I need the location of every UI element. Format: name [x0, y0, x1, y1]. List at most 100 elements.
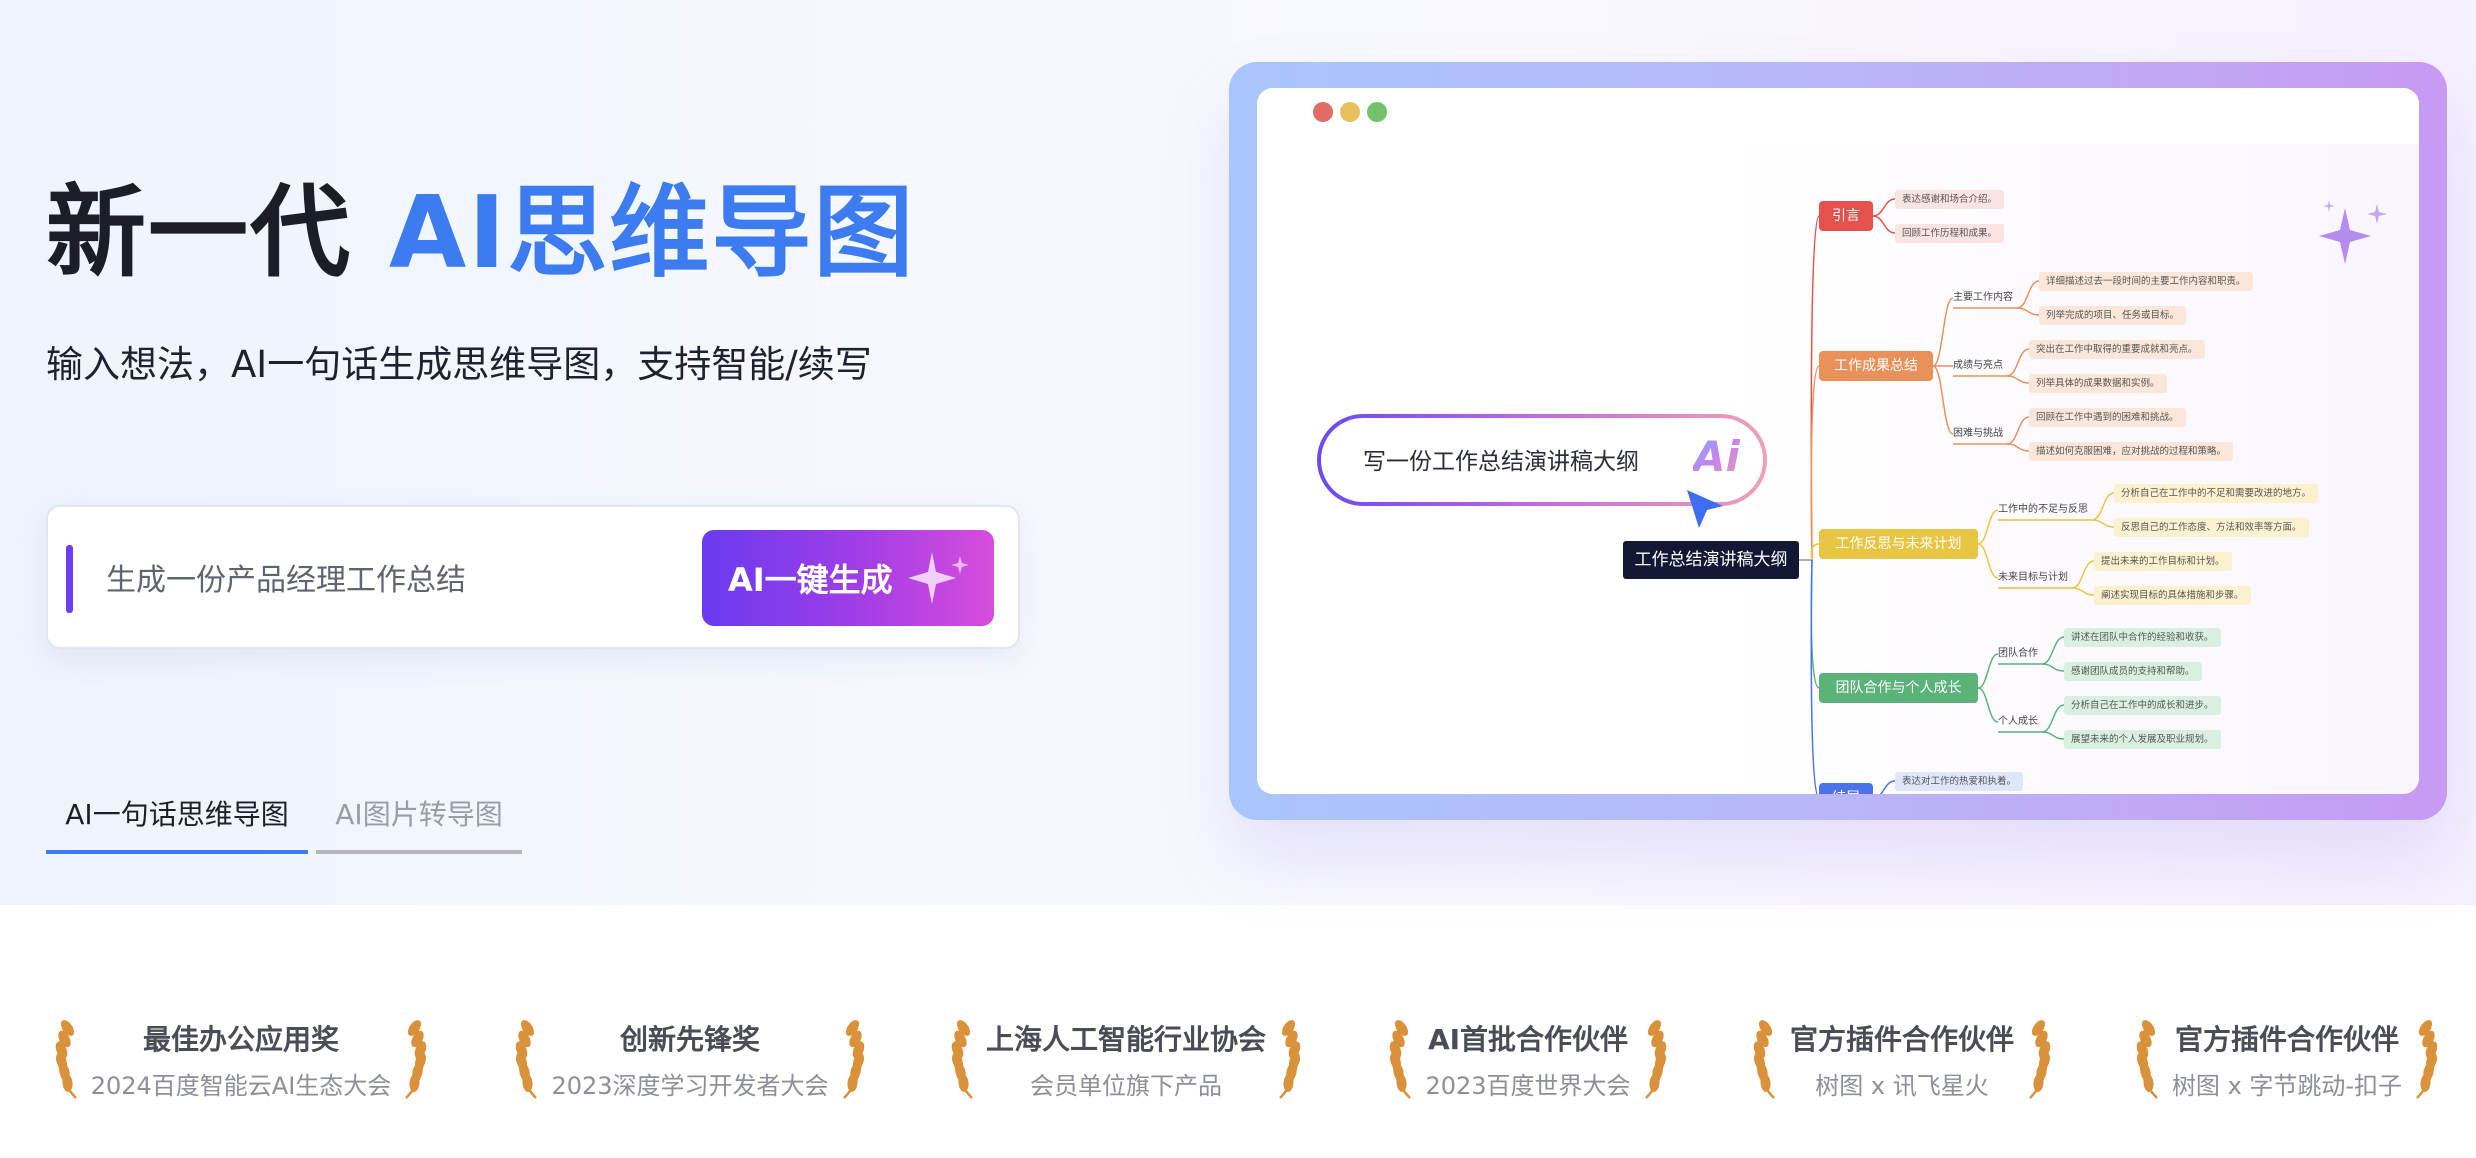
mindmap-sub-node: 个人成长 — [1998, 716, 2038, 727]
mindmap-connector — [1977, 543, 1999, 579]
mindmap-connector — [2006, 443, 2030, 452]
mindmap-connector — [2016, 280, 2040, 309]
prompt-demo-pill: 写一份工作总结演讲稿大纲 Ai — [1317, 414, 1767, 506]
mindmap-connector — [1810, 215, 1820, 561]
mindmap-root-node: 工作总结演讲稿大纲 — [1623, 541, 1799, 579]
tab-ai-image-to-mindmap[interactable]: AI图片转导图 — [316, 790, 522, 854]
mindmap-leaf-node: 感谢团队成员的支持和帮助。 — [2064, 661, 2202, 681]
award-subtitle: 树图 x 讯飞星火 — [1815, 1072, 1989, 1100]
mindmap-leaf-node: 表达对工作的热爱和执着。 — [1895, 771, 2024, 791]
award-title: 最佳办公应用奖 — [142, 1023, 339, 1056]
mindmap-leaf-node: 突出在工作中取得的重要成就和亮点。 — [2029, 339, 2205, 359]
laurel-left-icon — [1744, 1018, 1780, 1106]
laurel-right-icon — [400, 1018, 436, 1106]
hero-section: 新一代 AI思维导图 输入想法，AI一句话生成思维导图，支持智能/续写 AI一键… — [0, 0, 2476, 905]
mindmap-sub-node: 主要工作内容 — [1953, 292, 2013, 303]
award-subtitle: 树图 x 字节跳动-扣子 — [2171, 1072, 2403, 1100]
mindmap-branch-node: 工作反思与未来计划 — [1819, 529, 1978, 559]
generate-button-label: AI一键生成 — [728, 561, 893, 599]
mindmap-connector — [2071, 587, 2095, 596]
mindmap-canvas: 引言表达感谢和场合介绍。回顾工作历程和成果。工作成果总结主要工作内容详细描述过去… — [1257, 144, 2419, 794]
mindmap-connector — [2041, 636, 2065, 665]
award-title: 官方插件合作伙伴 — [1789, 1023, 2014, 1056]
sparkle-icon — [904, 548, 974, 616]
award-subtitle: 2023百度世界大会 — [1425, 1072, 1631, 1100]
mindmap-connector — [1872, 215, 1896, 234]
mindmap-branch-node: 引言 — [1819, 201, 1873, 231]
mindmap-leaf-node: 分析自己在工作中的不足和需要改进的地方。 — [2114, 483, 2319, 503]
laurel-left-icon — [46, 1018, 82, 1106]
mindmap-connector — [2006, 348, 2030, 377]
mindmap-branch-node: 结尾 — [1819, 783, 1873, 794]
mindmap-leaf-node: 阐述实现目标的具体措施和步骤。 — [2094, 585, 2251, 605]
window-maximize-dot-icon — [1367, 102, 1387, 122]
mindmap-connector — [2016, 307, 2040, 316]
mindmap-sub-node: 困难与挑战 — [1953, 428, 2003, 439]
sparkle-stars-icon — [2315, 196, 2395, 280]
generate-button[interactable]: AI一键生成 — [702, 530, 994, 626]
award-title: 创新先锋奖 — [619, 1023, 760, 1056]
mindmap-connector — [2041, 731, 2065, 740]
window-minimize-dot-icon — [1340, 102, 1360, 122]
laurel-left-icon — [942, 1018, 978, 1106]
mindmap-connector — [2006, 375, 2030, 384]
mindmap-leaf-node: 讲述在团队中合作的经验和收获。 — [2064, 627, 2221, 647]
laurel-right-icon — [2024, 1018, 2060, 1106]
mindmap-connector — [1810, 559, 1818, 794]
award-badge: AI首批合作伙伴 2023百度世界大会 — [1380, 1010, 1676, 1130]
mindmap-leaf-node: 提出未来的工作目标和计划。 — [2094, 551, 2232, 571]
mindmap-leaf-node: 回顾在工作中遇到的困难和挑战。 — [2029, 407, 2186, 427]
laurel-left-icon — [2127, 1018, 2163, 1106]
mindmap-connector — [2071, 560, 2095, 589]
laurel-right-icon — [1274, 1018, 1310, 1106]
laurel-right-icon — [2411, 1018, 2447, 1106]
award-subtitle: 2024百度智能云AI生态大会 — [90, 1072, 392, 1100]
mindmap-connector — [1872, 198, 1896, 217]
mindmap-connector — [1932, 365, 1954, 435]
preview-browser-window: 引言表达感谢和场合介绍。回顾工作历程和成果。工作成果总结主要工作内容详细描述过去… — [1257, 88, 2419, 794]
page-title: 新一代 AI思维导图 — [46, 174, 916, 291]
award-badge: 最佳办公应用奖 2024百度智能云AI生态大会 — [46, 1010, 436, 1130]
preview-frame: 引言表达感谢和场合介绍。回顾工作历程和成果。工作成果总结主要工作内容详细描述过去… — [1229, 62, 2447, 820]
mindmap-connector — [2041, 704, 2065, 733]
prompt-input[interactable] — [104, 545, 708, 615]
mindmap-leaf-node: 反思自己的工作态度、方法和效率等方面。 — [2114, 517, 2309, 537]
award-badge: 官方插件合作伙伴树图 x 讯飞星火 — [1744, 1010, 2060, 1130]
mindmap-leaf-node: 描述如何克服困难，应对挑战的过程和策略。 — [2029, 441, 2234, 461]
mindmap-connector — [1932, 297, 1954, 367]
mindmap-sub-node: 团队合作 — [1998, 648, 2038, 659]
mindmap-leaf-node: 详细描述过去一段时间的主要工作内容和职责。 — [2039, 271, 2253, 291]
mindmap-connector — [2041, 663, 2065, 672]
mindmap-connector — [1977, 509, 1999, 545]
mindmap-leaf-node: 表达感谢和场合介绍。 — [1895, 189, 2005, 209]
mindmap-sub-node: 工作中的不足与反思 — [1998, 504, 2088, 515]
prompt-demo-text: 写一份工作总结演讲稿大纲 — [1363, 449, 1639, 475]
input-caret — [66, 545, 73, 613]
mindmap-connector — [2091, 519, 2115, 528]
award-title: 上海人工智能行业协会 — [985, 1023, 1266, 1056]
mindmap-leaf-node: 回顾工作历程和成果。 — [1895, 223, 2005, 243]
prompt-input-card: AI一键生成 — [46, 505, 1020, 649]
laurel-left-icon — [1380, 1018, 1416, 1106]
award-title: AI首批合作伙伴 — [1427, 1023, 1629, 1056]
window-close-dot-icon — [1313, 102, 1333, 122]
mindmap-leaf-node: 列举完成的项目、任务或目标。 — [2039, 305, 2187, 325]
award-subtitle: 2023深度学习开发者大会 — [551, 1072, 829, 1100]
mindmap-sub-node: 成绩与亮点 — [1953, 360, 2003, 371]
tab-ai-sentence-mindmap[interactable]: AI一句话思维导图 — [46, 790, 308, 854]
laurel-right-icon — [838, 1018, 874, 1106]
mindmap-sub-node: 未来目标与计划 — [1998, 572, 2068, 583]
mindmap-branch-node: 团队合作与个人成长 — [1819, 673, 1978, 703]
mindmap-connector — [1810, 543, 1820, 561]
mindmap-connector — [1977, 687, 1999, 723]
award-title: 官方插件合作伙伴 — [2174, 1023, 2399, 1056]
mindmap-leaf-node: 分析自己在工作中的成长和进步。 — [2064, 695, 2221, 715]
mindmap-connector — [2006, 416, 2030, 445]
laurel-right-icon — [1640, 1018, 1676, 1106]
page-subtitle: 输入想法，AI一句话生成思维导图，支持智能/续写 — [46, 343, 872, 386]
mindmap-connectors — [1799, 198, 2115, 794]
cursor-arrow-icon — [1685, 488, 1725, 536]
browser-title-bar — [1257, 88, 2419, 145]
mindmap-connector — [1879, 780, 1896, 794]
award-subtitle: 会员单位旗下产品 — [1030, 1072, 1222, 1100]
